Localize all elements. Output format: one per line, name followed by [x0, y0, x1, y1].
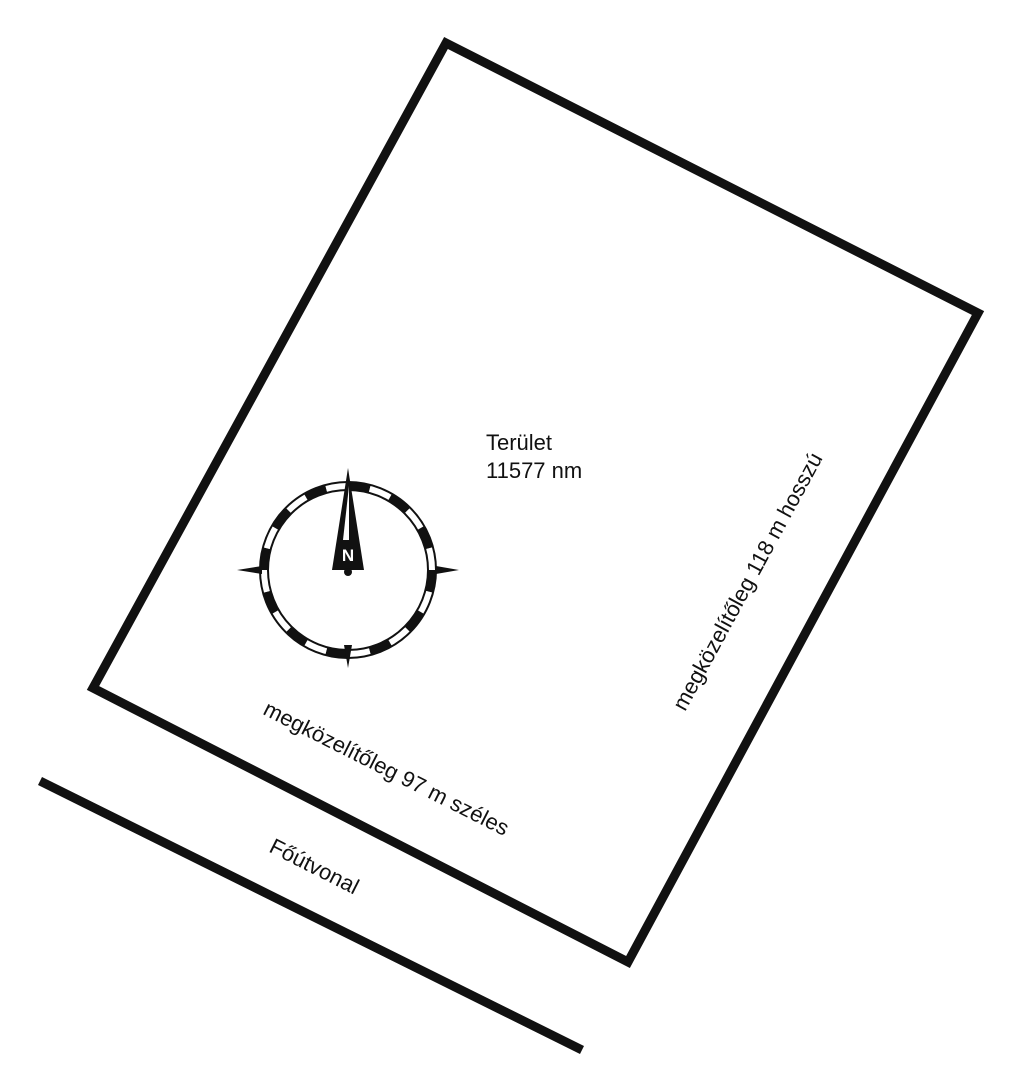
compass-ring-segment — [417, 526, 434, 550]
compass-south-pointer — [344, 645, 352, 668]
compass-ring-segment — [304, 639, 328, 656]
compass-ring-segment — [285, 626, 308, 647]
compass-ring-segment — [388, 493, 411, 514]
compass-ring-segment — [404, 507, 425, 530]
compass-ring-segment — [262, 590, 279, 614]
road-name-label: Főútvonal — [266, 833, 364, 899]
width-dimension-label: megközelítőleg 97 m széles — [260, 696, 514, 841]
plot-boundary — [86, 37, 985, 969]
compass-north-letter: N — [342, 546, 354, 565]
compass-east-pointer — [436, 566, 459, 574]
compass-ring-segment — [304, 484, 328, 501]
main-road-line — [37, 776, 585, 1055]
compass-west-pointer — [237, 566, 262, 574]
length-dimension-label: megközelítőleg 118 m hosszú — [667, 448, 827, 714]
compass-needle-highlight — [343, 486, 349, 540]
compass-ring-segment — [285, 493, 308, 514]
compass-ring-segment — [262, 526, 279, 550]
compass-ring-segment — [388, 626, 411, 647]
compass-ring-segment — [404, 610, 425, 633]
compass-ring-segment — [271, 610, 292, 633]
compass-ring-segment — [417, 590, 434, 614]
north-compass-icon: N — [237, 468, 459, 668]
compass-ring-segment — [271, 507, 292, 530]
compass-ring-segment — [368, 639, 392, 656]
area-value: 11577 nm — [486, 458, 582, 483]
compass-center-dot — [344, 568, 352, 576]
compass-ring-segment — [368, 484, 392, 501]
area-label: Terület — [486, 430, 552, 455]
